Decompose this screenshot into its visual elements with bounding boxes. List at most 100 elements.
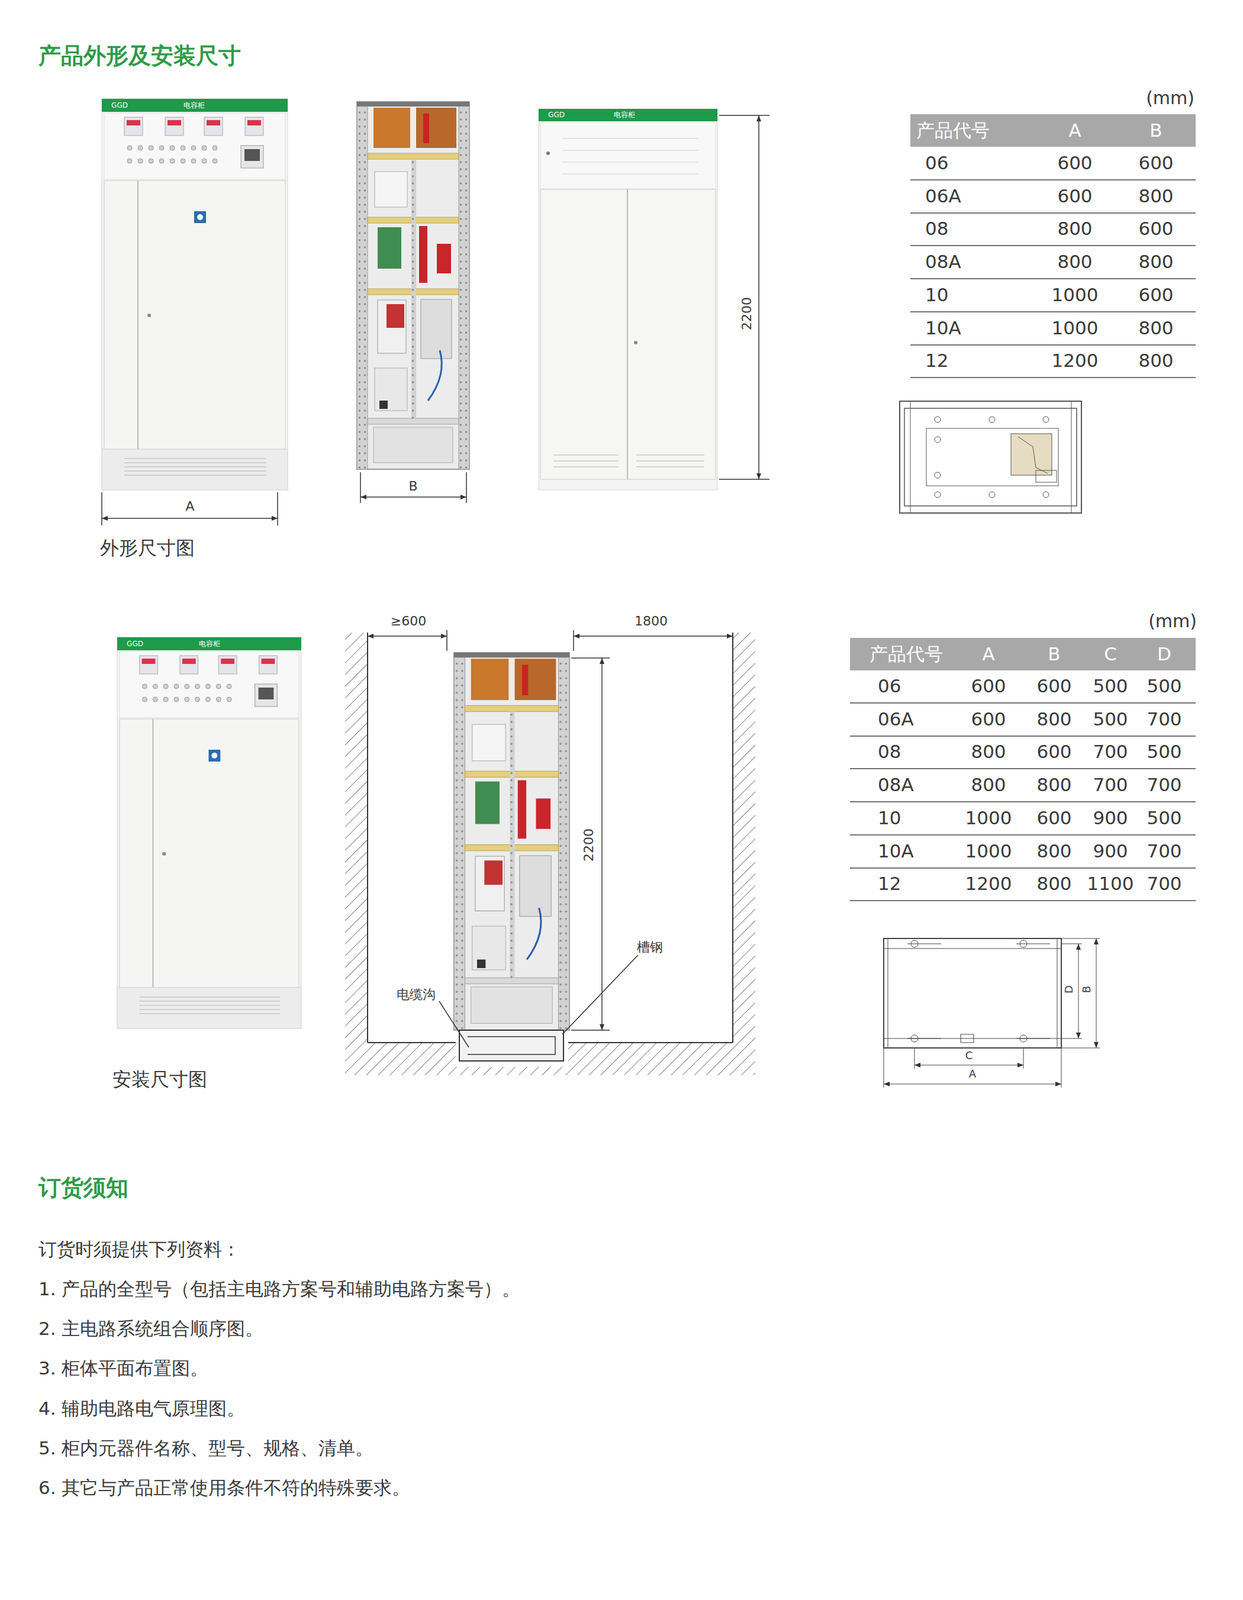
- header-cell: C: [1103, 643, 1117, 666]
- cabinet-rear-part-part: [562, 137, 699, 140]
- dimension-lines-part: [439, 1001, 469, 1048]
- channel-steel-part: [459, 1030, 564, 1062]
- installation-room-part-part: [568, 1042, 733, 1044]
- plan-view-part: [910, 401, 911, 514]
- cabinet-rear-part-part: [562, 173, 699, 175]
- installation-room-part-part: [367, 1042, 456, 1044]
- dimension-lines-part: [367, 635, 447, 637]
- table-header: 产品代号ABCD: [849, 638, 1196, 671]
- dimension-label: D: [1062, 985, 1076, 994]
- cabinet-rear: [538, 108, 718, 491]
- header-cell: B: [1149, 119, 1162, 142]
- installation-room-part: [732, 632, 756, 1043]
- table-cell: 06A: [925, 185, 962, 208]
- plan-view-part: [989, 491, 995, 498]
- base-plan-part: [1061, 1048, 1100, 1049]
- cabinet-rear-part-part: [553, 460, 619, 462]
- list-item: 5. 柜内元器件名称、型号、规格、清单。: [38, 1437, 374, 1460]
- table-cell: 700: [1146, 873, 1182, 896]
- table-cell: 06A: [877, 708, 914, 731]
- header-cell: A: [1068, 119, 1081, 142]
- dimension-label: C: [965, 1049, 974, 1063]
- table-cell: 600: [970, 708, 1006, 731]
- plan-view-part: [934, 436, 941, 443]
- part-label: 槽钢: [636, 939, 663, 956]
- table-rules-part: [910, 344, 1196, 346]
- dimension-lines-part: [571, 657, 610, 659]
- base-plan-part: [887, 938, 889, 1049]
- base-plan-part: [883, 948, 1062, 950]
- base-plan-part: [1023, 1048, 1024, 1069]
- table-cell: 08: [877, 741, 901, 764]
- table-cell: 1200: [1051, 350, 1099, 373]
- table-cell: 600: [1138, 218, 1174, 241]
- table-cell: 800: [1036, 873, 1072, 896]
- table-cell: 800: [1057, 251, 1093, 274]
- cabinet-rear-part: [538, 108, 718, 122]
- table-cell: 900: [1092, 807, 1128, 830]
- base-plan-part: [960, 1034, 974, 1043]
- table-rules: [849, 179, 1196, 901]
- dimension-label: ≥600: [390, 613, 427, 630]
- table-cell: 600: [970, 675, 1006, 698]
- table-rules-part: [910, 212, 1196, 214]
- table-cell: 800: [1036, 840, 1072, 863]
- part-label: 电缆沟: [396, 987, 436, 1003]
- header-cell: D: [1157, 643, 1172, 666]
- cabinet-rear-part: [538, 108, 718, 491]
- table-cell: 600: [1036, 741, 1072, 764]
- table-cell: 1100: [1087, 873, 1135, 896]
- page-title: 产品外形及安装尺寸: [38, 42, 241, 70]
- dimension-label: B: [408, 478, 418, 495]
- cabinet-label: GGD: [548, 110, 565, 119]
- table-cell: 700: [1146, 774, 1182, 797]
- table-cell: 500: [1146, 675, 1182, 698]
- table-rules-part: [849, 801, 1196, 803]
- base-plan-part: [883, 1048, 885, 1088]
- table-cell: 12: [877, 873, 901, 896]
- table-rules-part: [910, 245, 1196, 247]
- table-cell: 500: [1092, 675, 1128, 698]
- table-cell: 600: [1138, 284, 1174, 307]
- base-plan-part: [1061, 938, 1100, 940]
- dimension-lines-part: [572, 630, 575, 652]
- plan-view-part: [904, 408, 1077, 507]
- dimension-lines-part: [360, 496, 467, 498]
- table-rules-part: [849, 735, 1196, 737]
- base-plan-part: [1078, 944, 1080, 1039]
- table-rules-part: [910, 179, 1196, 181]
- plan-view-part: [1071, 401, 1072, 514]
- installation-room-part-part: [366, 632, 369, 1043]
- table-cell: 800: [1138, 317, 1174, 340]
- cabinet-rear-part: [562, 138, 699, 175]
- table-cell: 10: [877, 807, 901, 830]
- table-cell: 1200: [965, 873, 1013, 896]
- plan-view-part: [934, 491, 941, 498]
- table-cell: 700: [1146, 840, 1182, 863]
- table-cell: 800: [970, 741, 1006, 764]
- dimension-lines-part: [719, 478, 770, 481]
- table-rules-part: [849, 834, 1196, 836]
- table-cell: 500: [1146, 807, 1182, 830]
- table-cell: 800: [970, 774, 1006, 797]
- open-frame-photo: [356, 101, 470, 470]
- table-rules-part: [849, 900, 1196, 902]
- dimension-lines-part: [101, 492, 103, 526]
- dimension-label: 2200: [739, 297, 755, 331]
- table-cell: 1000: [1051, 284, 1099, 307]
- cabinet-rear-part: [546, 151, 550, 156]
- dimension-label: A: [185, 498, 195, 515]
- cabinet-front-photo: [117, 637, 302, 1029]
- dimension-lines-part: [101, 517, 278, 520]
- table-cell: 10A: [877, 840, 914, 863]
- cabinet-rear-part-part: [553, 454, 619, 456]
- table-rules-part: [910, 377, 1196, 379]
- open-frame-installed: [453, 652, 570, 1031]
- channel-steel: [459, 1030, 564, 1062]
- list-item: 2. 主电路系统组合顺序图。: [38, 1318, 264, 1341]
- table-cell: 600: [1057, 152, 1093, 175]
- table-cell: 800: [1036, 774, 1072, 797]
- channel-steel-part: [467, 1037, 556, 1055]
- header-cell: B: [1047, 643, 1061, 666]
